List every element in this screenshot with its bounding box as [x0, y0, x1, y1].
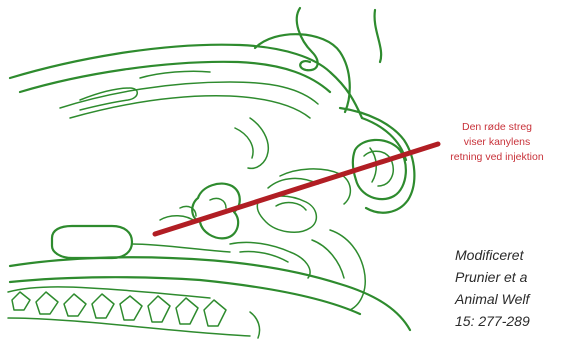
annotation-line-1: Den røde streg	[438, 120, 556, 135]
source-citation: Modificeret Prunier et a Animal Welf 15:…	[455, 244, 563, 332]
citation-line-2: Prunier et a	[455, 266, 563, 288]
needle-annotation: Den røde streg viser kanylens retning ve…	[438, 120, 556, 165]
needle-direction-line	[155, 144, 438, 234]
citation-line-1: Modificeret	[455, 244, 563, 266]
annotation-line-3: retning ved injektion	[438, 150, 556, 165]
annotation-line-2: viser kanylens	[438, 135, 556, 150]
citation-line-3: Animal Welf	[455, 288, 563, 310]
citation-line-4: 15: 277-289	[455, 310, 563, 332]
